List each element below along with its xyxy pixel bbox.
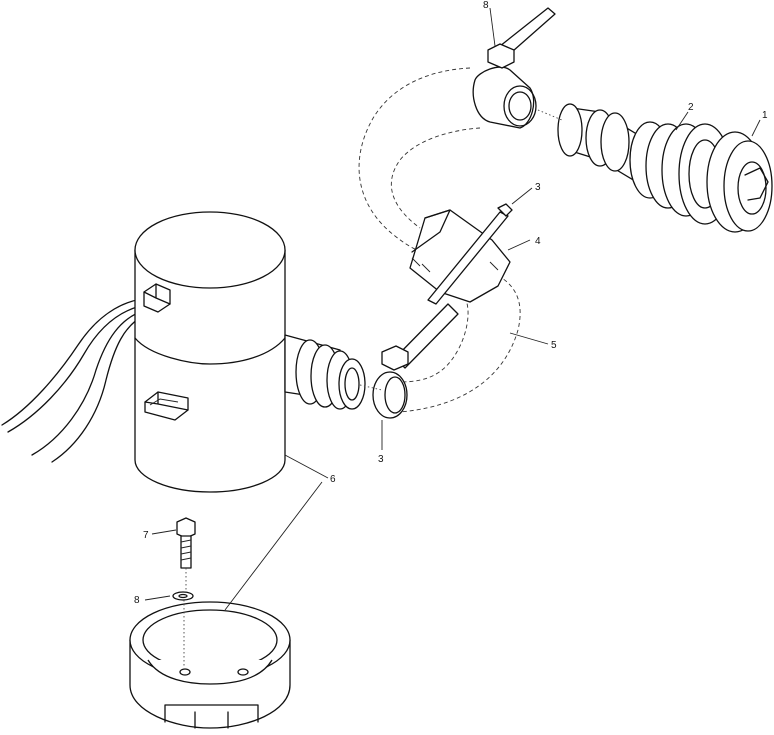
hose-clamp-lower (372, 303, 459, 419)
washer (172, 591, 194, 601)
callout-7: 7 (143, 530, 149, 541)
callout-3-upper: 3 (535, 182, 541, 193)
callout-8: 8 (134, 595, 140, 606)
callout-5: 5 (551, 340, 557, 351)
callout-8-top: 8 (483, 0, 489, 11)
bolt-assembly-line (183, 568, 187, 668)
callout-1: 1 (762, 110, 768, 121)
thru-hull-nut (706, 131, 773, 233)
hose-phantom (358, 67, 521, 413)
callout-labels: 8 2 1 3 4 5 3 6 7 8 (134, 0, 768, 606)
cable-tie-center (427, 203, 513, 305)
mounting-bolt (176, 517, 196, 569)
wire-harness (1, 297, 151, 463)
callout-3-lower: 3 (378, 454, 384, 465)
callout-2: 2 (688, 102, 694, 113)
hose-sleeve (409, 209, 511, 303)
thru-hull-fitting (557, 103, 732, 225)
pump-outlet-nozzle (284, 334, 366, 410)
callout-4: 4 (535, 236, 541, 247)
hose-clamp-upper (472, 7, 556, 129)
pump-base-strainer (129, 601, 291, 729)
leader-lines (144, 7, 761, 611)
pump-motor (134, 211, 286, 493)
callout-6: 6 (330, 474, 336, 485)
hose-assembly-line-upper (537, 109, 563, 121)
mounting-hole-left (179, 668, 191, 676)
mounting-hole-right (237, 668, 249, 676)
